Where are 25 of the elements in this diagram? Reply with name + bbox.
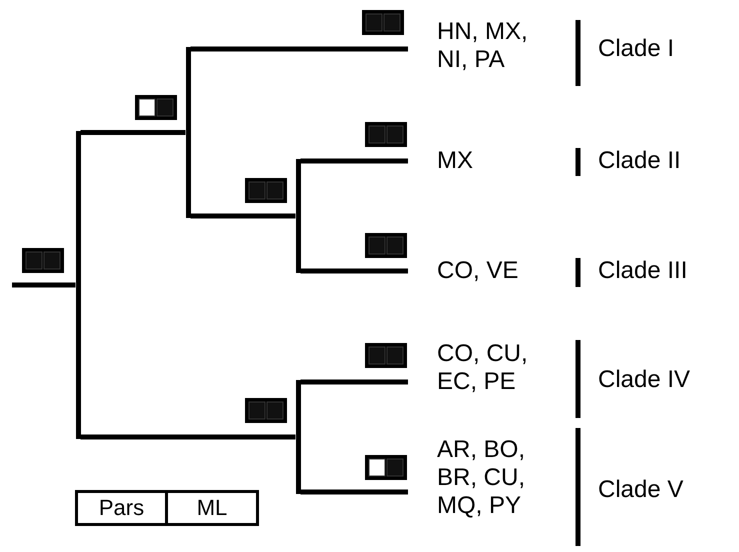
tree-branch-bar [296,380,300,494]
tree-branch-bar [186,47,190,218]
clade-label: Clade II [598,147,681,175]
clade-label: Clade IV [598,366,690,394]
clade-label: Clade V [598,476,684,504]
clade-label: Clade III [598,257,688,285]
taxon-label: HN, MX, NI, PA [408,18,538,74]
clade-label: Clade I [598,35,674,63]
tree-branch-bar [76,131,80,439]
legend-label: ML [165,493,256,523]
tree-branch [300,268,408,274]
taxon-label: CO, VE [408,257,568,285]
tree-branch [80,130,186,135]
taxon-label: AR, BO, BR, CU, MQ, PY [408,436,538,520]
tree-branch [300,158,408,164]
tree-branch [190,46,408,52]
taxon-label: CO, CU, EC, PE [408,340,538,396]
tree-branch [80,434,296,440]
tree-branch [300,490,408,494]
tree-branch [300,380,408,384]
taxon-label: MX [408,147,568,175]
tree-branch-bar [296,159,300,273]
tree-branch [190,214,296,218]
legend-label: Pars [98,494,146,522]
tree-branch [12,282,76,288]
